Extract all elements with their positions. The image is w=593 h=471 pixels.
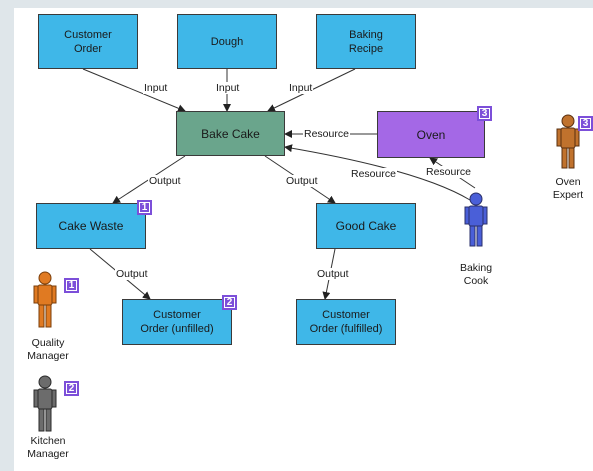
edge-label-output-waste: Output: [148, 175, 182, 187]
edge-label-resource-cook-oven: Resource: [425, 166, 472, 178]
oven-node[interactable]: Oven: [377, 111, 485, 158]
customer-order-unfilled-node[interactable]: Customer Order (unfilled): [122, 299, 232, 345]
edge-customer-order-to-bake-cake: [82, 68, 186, 113]
dough-node[interactable]: Dough: [177, 14, 277, 69]
kitchen-manager-number-badge: 2: [64, 381, 79, 396]
baking-cook-label: Baking Cook: [459, 262, 493, 287]
customer-order-node[interactable]: Customer Order: [38, 14, 138, 69]
edge-label-input-3: Input: [288, 82, 314, 94]
oven-expert-number-badge: 3: [578, 116, 593, 131]
kitchen-manager-label: Kitchen Manager: [27, 435, 69, 460]
oven-number-badge: 3: [477, 106, 492, 121]
oven-expert-person-icon: [556, 114, 580, 169]
edge-label-input-1: Input: [143, 82, 169, 94]
order-unfilled-number-badge: 2: [222, 295, 237, 310]
edge-cook-to-bake-cake: [284, 144, 471, 201]
edge-label-resource-cook: Resource: [350, 168, 397, 180]
quality-manager-person-icon: [33, 271, 57, 328]
edge-label-output-fulfilled: Output: [316, 268, 350, 280]
baking-recipe-node[interactable]: Baking Recipe: [316, 14, 416, 69]
quality-manager-label: Quality Manager: [27, 337, 69, 362]
cake-waste-node[interactable]: Cake Waste: [36, 203, 146, 249]
edge-label-output-unfilled: Output: [115, 268, 149, 280]
kitchen-manager-person-icon: [33, 375, 57, 432]
edge-label-output-good: Output: [285, 175, 319, 187]
edge-label-resource-oven: Resource: [303, 128, 350, 140]
quality-manager-number-badge: 1: [64, 278, 79, 293]
cake-waste-number-badge: 1: [137, 200, 152, 215]
edge-label-input-2: Input: [215, 82, 241, 94]
bake-cake-node[interactable]: Bake Cake: [176, 111, 285, 156]
oven-expert-label: Oven Expert: [552, 176, 584, 201]
good-cake-node[interactable]: Good Cake: [316, 203, 416, 249]
baking-cook-person-icon: [464, 192, 488, 247]
customer-order-fulfilled-node[interactable]: Customer Order (fulfilled): [296, 299, 396, 345]
